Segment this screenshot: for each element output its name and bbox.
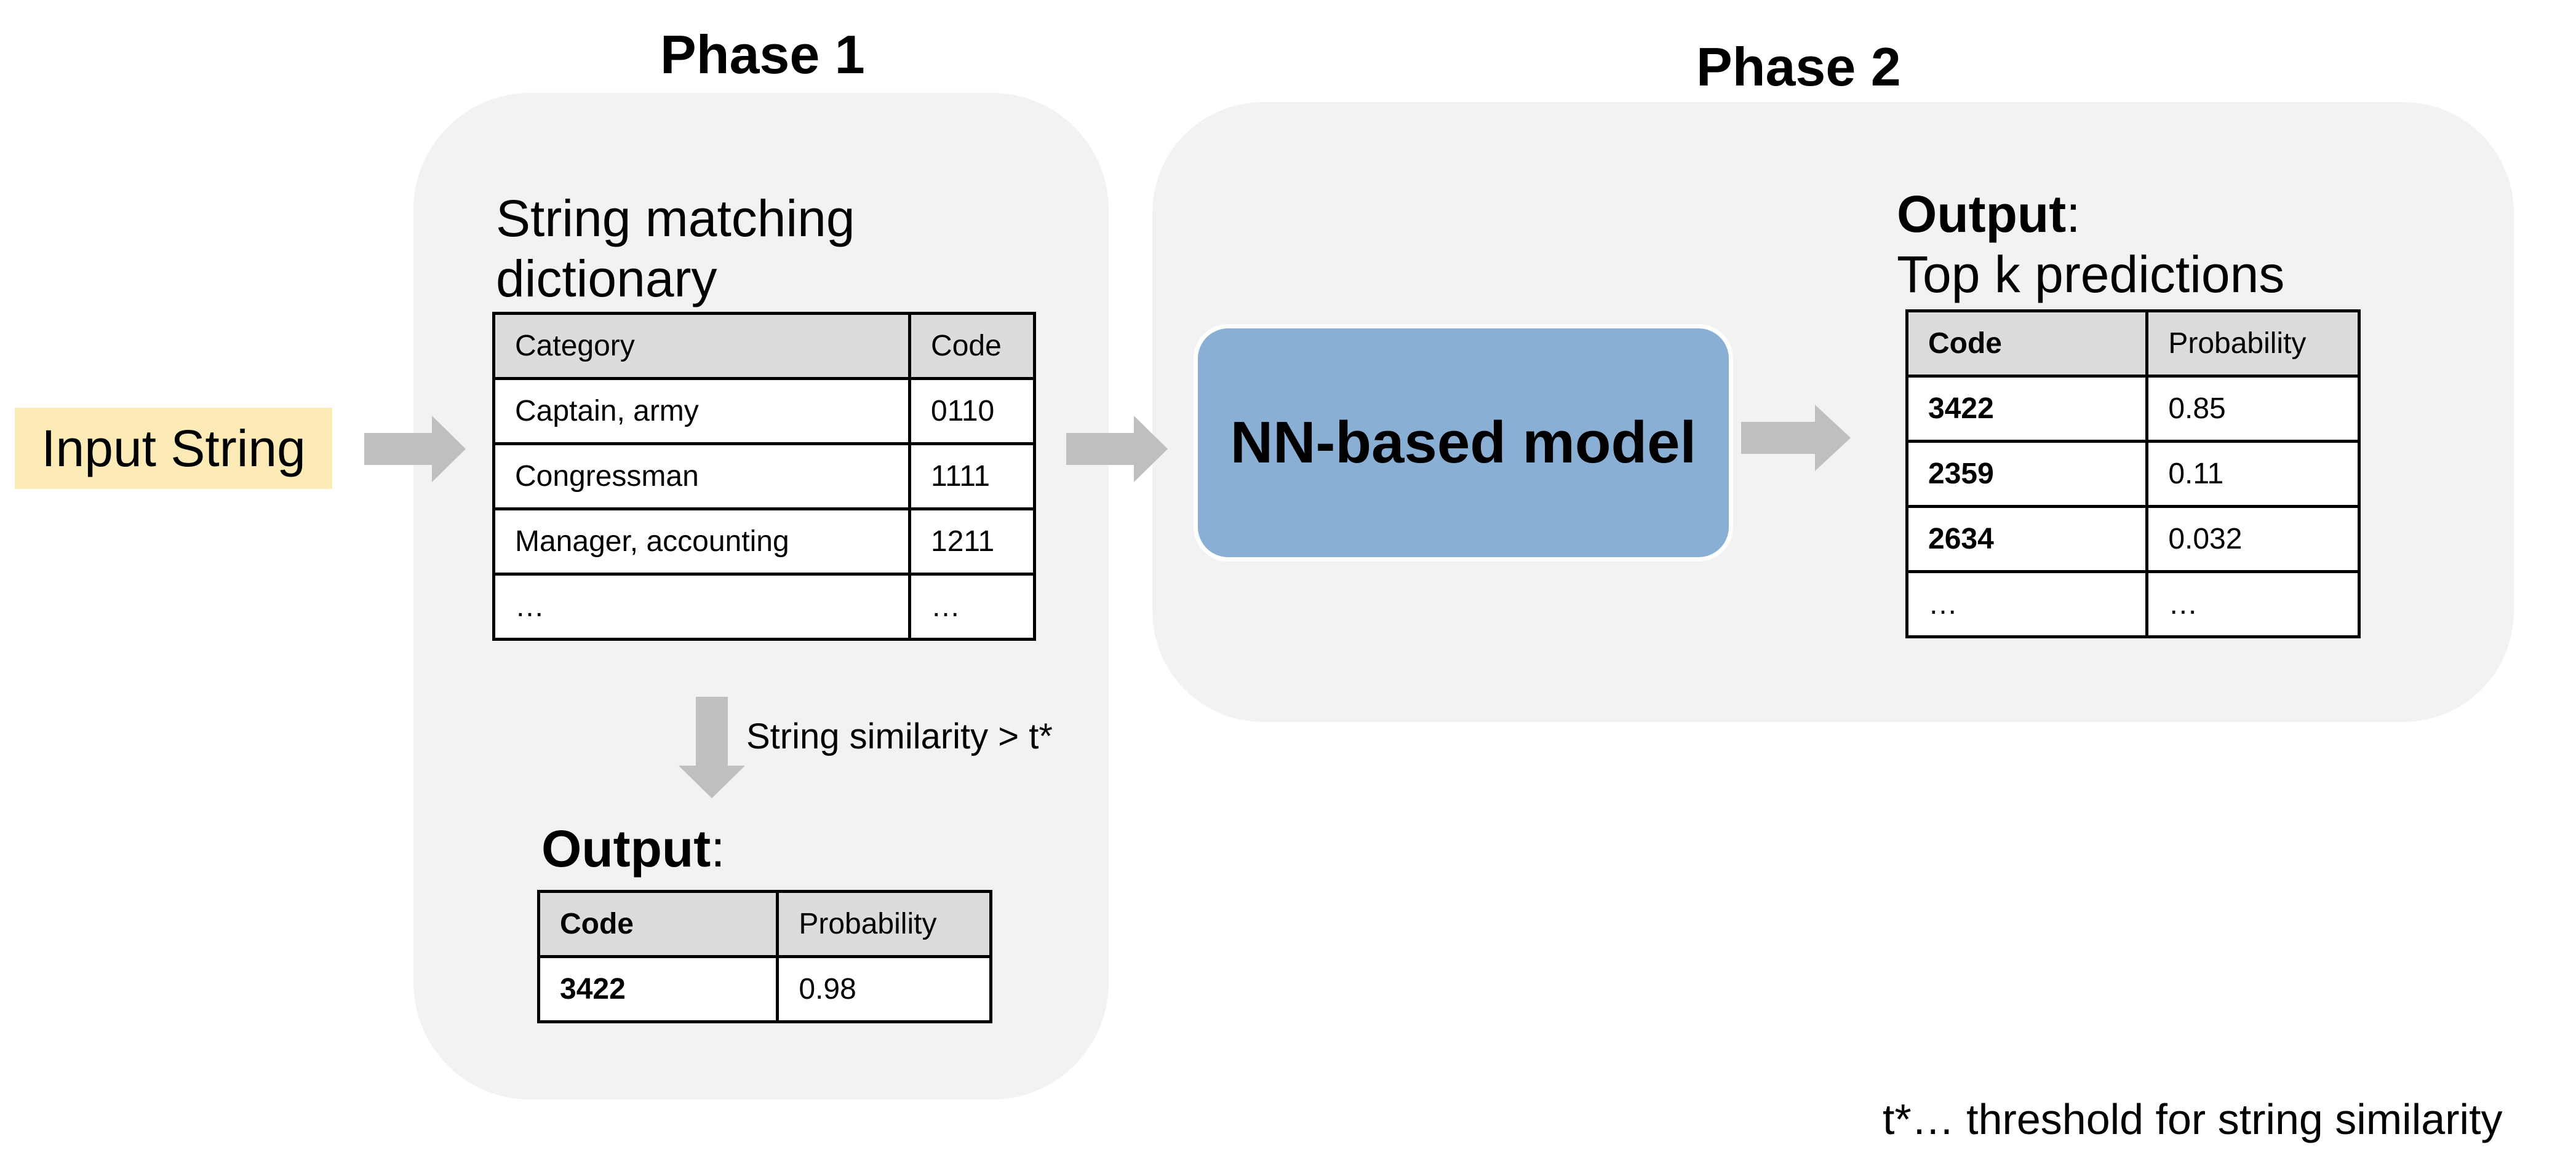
- dictionary-table: Category Code Captain, army 0110 Congres…: [492, 312, 1036, 641]
- nn-model-box: NN-based model: [1194, 324, 1733, 561]
- output-label: Output: [541, 820, 711, 878]
- down-arrow-icon: [679, 697, 745, 798]
- table-row: 2359 0.11: [1905, 440, 2361, 508]
- table-header-row: Category Code: [492, 312, 1036, 380]
- dictionary-heading: String matching dictionary: [496, 188, 855, 309]
- code-cell: 1211: [908, 507, 1036, 576]
- code-cell: 3422: [1905, 375, 2149, 443]
- column-header: Category: [492, 312, 912, 380]
- column-header: Code: [536, 890, 780, 958]
- table-row: 3422 0.85: [1905, 375, 2361, 443]
- output-label: Output: [1897, 185, 2067, 243]
- similarity-threshold-label: String similarity > t*: [746, 716, 1053, 756]
- code-cell: 0110: [908, 377, 1036, 445]
- category-cell: Manager, accounting: [492, 507, 912, 576]
- probability-cell: 0.98: [776, 955, 992, 1023]
- top-k-subheading: Top k predictions: [1897, 245, 2285, 303]
- dictionary-heading-line-1: String matching: [496, 189, 855, 247]
- output-colon: :: [2066, 185, 2081, 243]
- phase-1-output-table: Code Probability 3422 0.98: [536, 890, 992, 1023]
- table-row: … …: [1905, 570, 2361, 638]
- dictionary-heading-line-2: dictionary: [496, 250, 717, 307]
- probability-cell: …: [2145, 570, 2361, 638]
- code-cell: 3422: [536, 955, 780, 1023]
- table-row: Manager, accounting 1211: [492, 507, 1036, 576]
- table-header-row: Code Probability: [536, 890, 992, 958]
- probability-cell: 0.85: [2145, 375, 2361, 443]
- phase-2-output-table: Code Probability 3422 0.85 2359 0.11 263…: [1905, 309, 2361, 638]
- code-cell: 2359: [1905, 440, 2149, 508]
- column-header: Probability: [2145, 309, 2361, 378]
- probability-cell: 0.11: [2145, 440, 2361, 508]
- code-cell: 2634: [1905, 505, 2149, 573]
- phase-1-title: Phase 1: [660, 24, 865, 85]
- code-cell: …: [908, 573, 1036, 641]
- phase-2-title: Phase 2: [1696, 36, 1901, 97]
- right-arrow-icon: [1741, 405, 1851, 471]
- code-cell: …: [1905, 570, 2149, 638]
- right-arrow-icon: [364, 416, 466, 482]
- phase-2-output-heading: Output: Top k predictions: [1897, 184, 2284, 304]
- threshold-footnote: t*… threshold for string similarity: [1883, 1095, 2503, 1143]
- phase-1-output-heading: Output:: [541, 819, 725, 879]
- table-row: 3422 0.98: [536, 955, 992, 1023]
- table-row: 2634 0.032: [1905, 505, 2361, 573]
- category-cell: Congressman: [492, 442, 912, 510]
- column-header: Code: [1905, 309, 2149, 378]
- output-colon: :: [711, 820, 725, 878]
- category-cell: Captain, army: [492, 377, 912, 445]
- right-arrow-icon: [1066, 416, 1168, 482]
- table-row: … …: [492, 573, 1036, 641]
- probability-cell: 0.032: [2145, 505, 2361, 573]
- column-header: Probability: [776, 890, 992, 958]
- category-cell: …: [492, 573, 912, 641]
- column-header: Code: [908, 312, 1036, 380]
- table-row: Congressman 1111: [492, 442, 1036, 510]
- input-string-box: Input String: [15, 408, 332, 489]
- table-row: Captain, army 0110: [492, 377, 1036, 445]
- table-header-row: Code Probability: [1905, 309, 2361, 378]
- code-cell: 1111: [908, 442, 1036, 510]
